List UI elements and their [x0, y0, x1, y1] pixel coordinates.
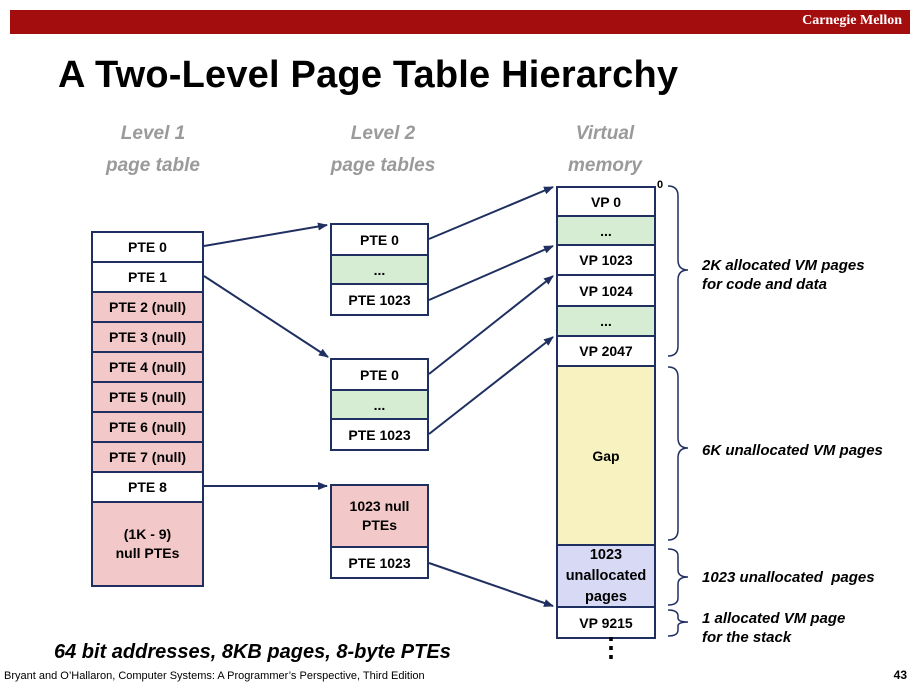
arrow-pte1-to-l2t2 — [203, 275, 329, 358]
brace-unallocated — [667, 548, 689, 606]
level1-null-ptes: (1K - 9) null PTEs — [91, 501, 204, 587]
annotation-allocated-code-data: 2K allocated VM pages for code and data — [702, 257, 865, 293]
virtual-page: VP 1023 — [556, 244, 656, 276]
level2-pte: PTE 1023 — [330, 418, 429, 451]
annotation-stack-page: 1 allocated VM page for the stack — [702, 610, 846, 646]
arrow-pte0-to-l2t1 — [203, 222, 328, 247]
virtual-page: VP 0 — [556, 186, 656, 217]
bottom-note: 64 bit addresses, 8KB pages, 8-byte PTEs — [54, 641, 451, 663]
column-header-line: memory — [568, 155, 642, 176]
header-bar: Carnegie Mellon — [10, 10, 910, 34]
level2-pte: PTE 0 — [330, 358, 429, 391]
column-header-level1: Level 1 page table — [88, 118, 218, 182]
brace-allocated — [667, 185, 689, 357]
column-header-line: Virtual — [575, 123, 635, 144]
column-header-level2: Level 2 page tables — [318, 118, 448, 182]
level2-null-ptes: 1023 null PTEs — [330, 484, 429, 548]
column-header-line: Level 2 — [350, 123, 416, 144]
virtual-unallocated-pages: 1023 unallocated pages — [556, 544, 656, 608]
level2-pte: PTE 0 — [330, 223, 429, 256]
level1-pte: PTE 3 (null) — [91, 321, 204, 353]
arrow-l2t3-pte1023-to-vp9215 — [428, 562, 554, 607]
annotation-unallocated-pages: 1023 unallocated pages — [702, 569, 875, 586]
arrow-l2t1-pte1023-to-vp1023 — [428, 245, 554, 301]
column-header-line: page tables — [330, 155, 436, 176]
level1-pte: PTE 4 (null) — [91, 351, 204, 383]
column-header-line: page table — [106, 155, 200, 176]
footer-citation: Bryant and O’Hallaron, Computer Systems:… — [4, 670, 425, 682]
column-header-line: Level 1 — [120, 123, 186, 144]
brace-gap — [667, 366, 689, 541]
level1-pte: PTE 1 — [91, 261, 204, 293]
page-title: A Two-Level Page Table Hierarchy — [58, 54, 679, 96]
level1-pte: PTE 7 (null) — [91, 441, 204, 473]
level1-pte: PTE 8 — [91, 471, 204, 503]
annotation-unallocated-gap: 6K unallocated VM pages — [702, 442, 883, 459]
level1-pte: PTE 5 (null) — [91, 381, 204, 413]
arrow-l2t2-pte0-to-vp1024 — [428, 275, 554, 375]
column-header-virtual: Virtual memory — [545, 118, 665, 182]
page-number: 43 — [893, 668, 907, 682]
virtual-page: VP 9215 — [556, 606, 656, 639]
level2-pte: PTE 1023 — [330, 283, 429, 316]
arrow-l2t1-pte0-to-vp0 — [428, 186, 554, 240]
address-zero-label: 0 — [657, 179, 664, 191]
brace-stack — [667, 609, 689, 637]
level2-pte: PTE 1023 — [330, 546, 429, 579]
arrow-l2t2-pte1023-to-vp2047 — [428, 336, 554, 435]
brand-label: Carnegie Mellon — [802, 13, 902, 28]
